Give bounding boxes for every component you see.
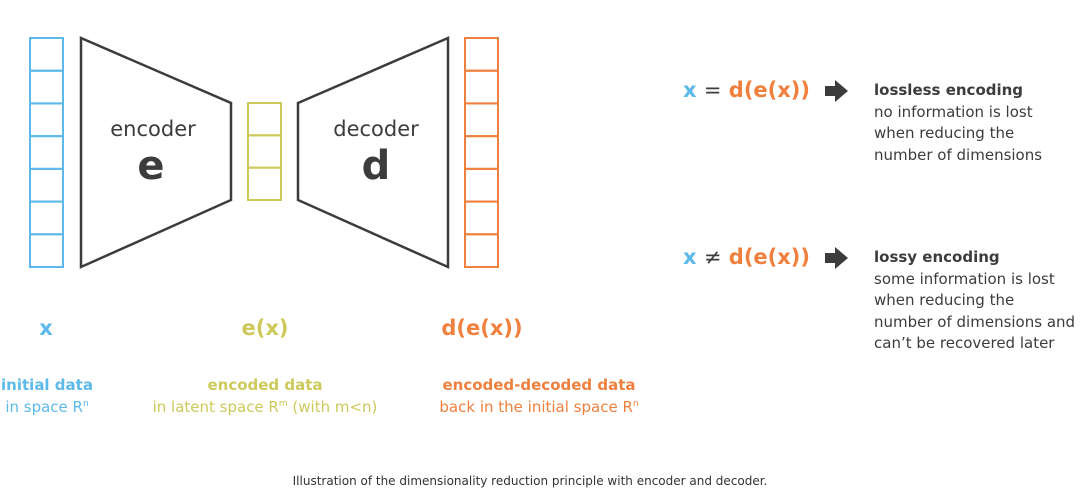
- data-cell: [29, 200, 64, 236]
- encoded-decoded-data-subtitle: back in the initial space Rn: [439, 398, 639, 416]
- data-cell: [464, 69, 499, 105]
- data-cell: [464, 167, 499, 203]
- encoded-decoded-data-title: encoded-decoded data: [442, 376, 636, 394]
- lossy-line: some information is lost: [874, 269, 1055, 288]
- output-data-column: [464, 37, 499, 269]
- lossy-title: lossy encoding: [874, 248, 1000, 266]
- data-cell: [29, 167, 64, 203]
- encoded-data-title: encoded data: [207, 376, 323, 394]
- encoder-trapezoid: [79, 36, 233, 269]
- figure-caption: Illustration of the dimensionality reduc…: [292, 474, 768, 488]
- data-cell: [464, 102, 499, 138]
- initial-data-title: initial data: [1, 376, 93, 394]
- ex-symbol: e(x): [241, 316, 289, 340]
- encoder-symbol: e: [137, 143, 165, 189]
- x-symbol: x: [39, 316, 53, 340]
- data-cell: [464, 233, 499, 269]
- latent-data-column: [247, 102, 282, 202]
- input-data-column: [29, 37, 64, 269]
- right-arrow-icon: [825, 80, 848, 102]
- decoder-symbol: d: [361, 143, 391, 189]
- data-cell: [29, 37, 64, 72]
- lossless-equation: x = d(e(x)): [683, 78, 810, 102]
- data-cell: [464, 200, 499, 236]
- initial-data-subtitle: in space Rn: [5, 398, 89, 416]
- lossless-line: no information is lost: [874, 102, 1033, 121]
- encoded-data-subtitle: in latent space Rm (with m<n): [152, 398, 378, 416]
- decoder-label: decoder: [333, 117, 419, 141]
- lossy-description: lossy encoding some information is lost …: [874, 247, 1075, 355]
- lossy-line: number of dimensions and: [874, 312, 1076, 331]
- dex-symbol: d(e(x)): [441, 316, 523, 340]
- data-cell: [247, 134, 282, 169]
- lossy-equation: x ≠ d(e(x)): [683, 245, 810, 269]
- lossless-line: number of dimensions: [874, 145, 1043, 164]
- data-cell: [29, 233, 64, 269]
- lossless-line: when reducing the: [874, 124, 1015, 142]
- data-cell: [29, 135, 64, 170]
- data-cell: [247, 102, 282, 137]
- data-cell: [29, 69, 64, 105]
- decoder-trapezoid: [296, 36, 450, 269]
- lossy-line: can’t be recovered later: [874, 334, 1055, 352]
- lossless-title: lossless encoding: [874, 81, 1024, 99]
- data-cell: [464, 37, 499, 72]
- lossy-line: when reducing the: [874, 291, 1015, 309]
- right-arrow-icon: [825, 247, 848, 269]
- encoder-label: encoder: [110, 117, 196, 141]
- lossless-description: lossless encoding no information is lost…: [874, 80, 1042, 166]
- data-cell: [247, 166, 282, 202]
- data-cell: [29, 102, 64, 138]
- data-cell: [464, 135, 499, 170]
